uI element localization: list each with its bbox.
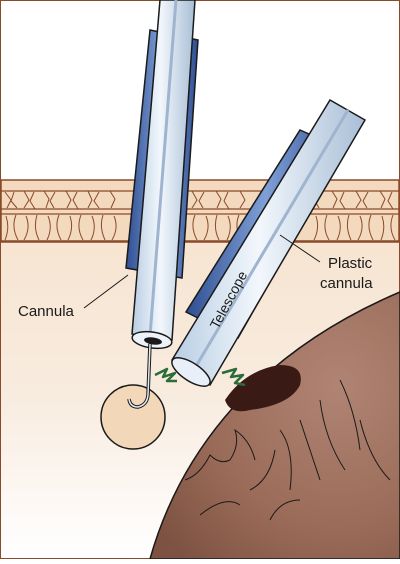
burn-spot	[225, 365, 301, 412]
organ	[149, 291, 400, 560]
electric-spark-icon-left	[154, 367, 177, 383]
cannula-instrument	[125, 0, 199, 409]
cannula-leader-line	[83, 274, 129, 309]
electric-spark-icon-right	[221, 367, 246, 387]
plastic-cannula-leader-line	[279, 234, 321, 263]
organ-surface-lines	[184, 379, 391, 521]
abdominal-wall	[0, 179, 400, 243]
lesion	[100, 384, 166, 450]
plastic-cannula-label-line1: Plastic	[328, 255, 373, 272]
cannula-label: Cannula	[18, 303, 75, 320]
plastic-cannula-label-line2: cannula	[320, 275, 373, 292]
telescope-instrument	[170, 98, 367, 387]
